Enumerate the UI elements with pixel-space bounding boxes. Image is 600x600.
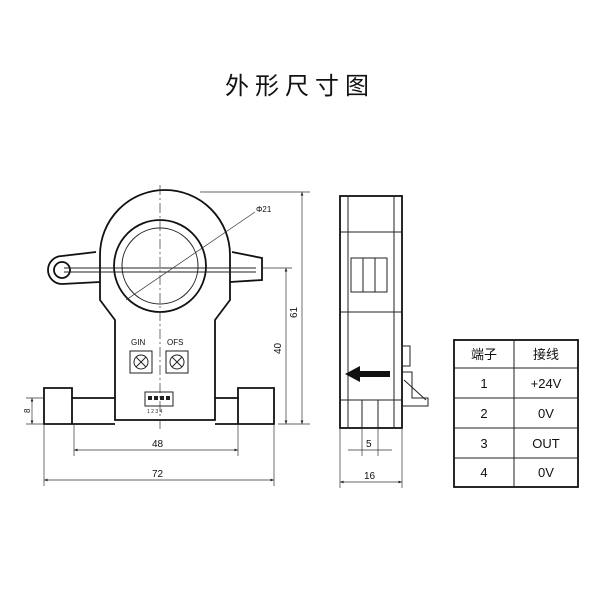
side-connector <box>401 345 411 367</box>
table-cell-terminal: 2 <box>480 406 487 421</box>
table-cell-wiring: 0V <box>538 465 554 480</box>
offset-pot <box>165 350 189 374</box>
connector <box>144 391 174 407</box>
drawing-title: 外形尺寸图 <box>225 72 375 100</box>
offset-pot-knob <box>169 354 185 370</box>
table-cell-wiring: +24V <box>531 376 562 391</box>
connector-pin <box>154 396 158 400</box>
dim-label-40: 40 <box>273 342 284 354</box>
mounting-hole <box>53 261 71 279</box>
diameter-label: Φ21 <box>256 205 272 214</box>
dim-label-16: 16 <box>364 471 376 482</box>
dim-label-5: 5 <box>366 439 372 450</box>
table-cell-terminal: 1 <box>480 376 487 391</box>
table-cell-wiring: OUT <box>532 436 560 451</box>
connector-pin <box>166 396 170 400</box>
dim-label-61: 61 <box>289 306 300 318</box>
table-cell-terminal: 3 <box>480 436 487 451</box>
gain-pot-knob <box>133 354 149 370</box>
mounting-ear-left <box>47 251 101 285</box>
table-header-terminal: 端子 <box>471 348 497 363</box>
connector-pin <box>148 396 152 400</box>
dim-label-8: 8 <box>23 408 32 413</box>
dim-label-48: 48 <box>152 439 164 450</box>
side-view: 5 16 <box>339 195 429 488</box>
housing-outline <box>99 189 231 421</box>
base-flange-left <box>43 387 115 425</box>
connector-pin <box>160 396 164 400</box>
mounting-ear-right <box>229 251 263 283</box>
pin-table: 端子 接线 1 +24V 2 0V 3 OUT 4 0V <box>453 339 579 488</box>
current-direction-arrow <box>345 366 390 382</box>
front-view: Φ21 GIN OFS 1 2 3 4 61 40 <box>23 185 310 486</box>
connector-pin-numbers: 1 2 3 4 <box>147 409 163 415</box>
table-cell-wiring: 0V <box>538 406 554 421</box>
diameter-leader <box>125 211 256 301</box>
dim-label-72: 72 <box>152 469 164 480</box>
side-pin <box>361 399 379 429</box>
table-header-wiring: 接线 <box>533 347 559 363</box>
gain-label: GIN <box>131 338 145 347</box>
base-flange-right <box>215 387 275 425</box>
side-window <box>350 257 388 293</box>
offset-label: OFS <box>167 338 183 347</box>
gain-pot <box>129 350 153 374</box>
table-cell-terminal: 4 <box>480 465 487 480</box>
